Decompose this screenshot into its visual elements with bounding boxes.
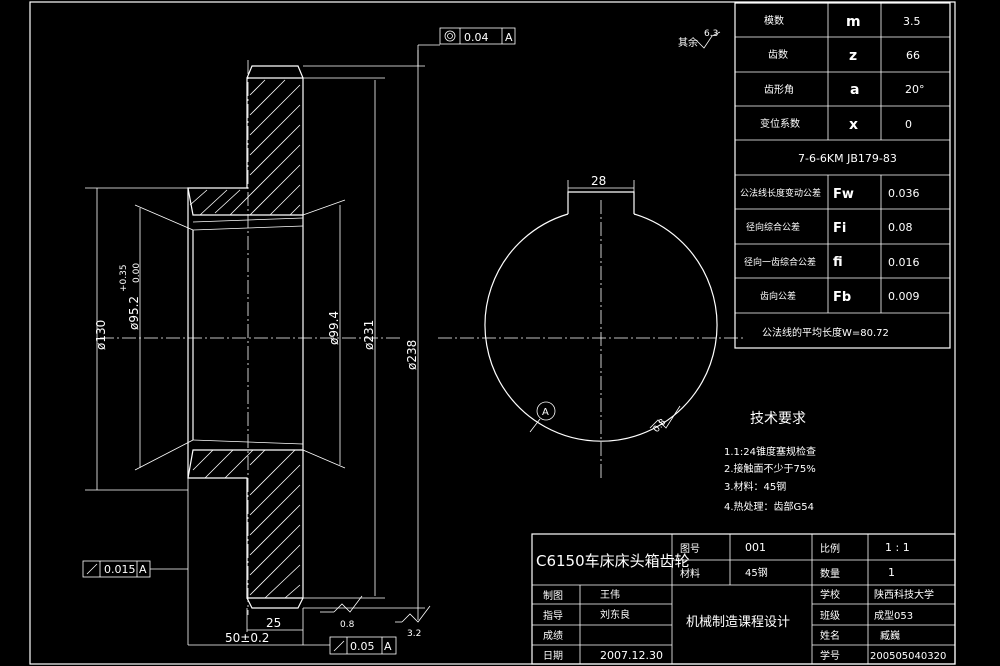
- rough-08b: 0.8: [652, 417, 669, 435]
- param-3-label: 变位系数: [760, 117, 800, 130]
- tol-frame-bottom: 0.05 A: [303, 636, 397, 655]
- param-1-label: 齿数: [768, 48, 788, 61]
- dim-d231: ø231: [362, 320, 376, 350]
- rough-32: 3.2: [407, 629, 421, 639]
- tb-class-label: 班级: [820, 610, 840, 622]
- tol-frame-left: 0.015 A: [82, 560, 188, 578]
- tol-top-value: 0.04: [464, 31, 489, 44]
- dim-d130: ø130: [94, 320, 108, 350]
- tb-student-id: 200505040320: [870, 651, 946, 662]
- tb-material: 45钢: [745, 566, 768, 579]
- tol-bottom-value: 0.05: [350, 640, 375, 653]
- dim-d99: ø99.4: [327, 311, 341, 345]
- tol-2-label: 径向一齿综合公差: [744, 256, 816, 268]
- tol-left-value: 0.015: [104, 563, 136, 576]
- title-block: C6150车床床头箱齿轮 图号 001 比例 1 : 1 材料 45钢 数量 1…: [531, 533, 956, 665]
- tech-item-3: 4.热处理：齿部G54: [724, 500, 814, 513]
- roughness-symbol-08: 0.8: [320, 595, 363, 630]
- dim-d95-lower: 0.00: [132, 263, 142, 283]
- tol-1-label: 径向综合公差: [746, 221, 800, 233]
- tol-1-symbol: Fi: [833, 221, 846, 236]
- hatch-lower-rim: [187, 439, 304, 599]
- param-1-value: 66: [906, 49, 920, 62]
- tol-0-symbol: Fw: [833, 187, 854, 202]
- tol-2-value: 0.016: [888, 256, 920, 269]
- tol-3-label: 齿向公差: [760, 290, 796, 302]
- tol-0-label: 公法线长度变动公差: [740, 187, 821, 199]
- tech-requirements: 技术要求 1.1:24锥度塞规检查 2.接触面不少于75% 3.材料：45钢 4…: [724, 411, 816, 513]
- param-0-value: 3.5: [903, 15, 921, 28]
- tb-qty-label: 数量: [820, 567, 840, 580]
- datum-circle-label: A: [542, 407, 549, 418]
- tb-date: 2007.12.30: [600, 649, 663, 662]
- tb-id-label: 学号: [820, 649, 840, 662]
- tb-date-label: 日期: [543, 650, 563, 662]
- tol-3-symbol: Fb: [833, 290, 851, 305]
- param-3-value: 0: [905, 118, 912, 131]
- tb-qty: 1: [888, 566, 895, 579]
- param-2-symbol: a: [850, 82, 859, 98]
- param-2-label: 齿形角: [764, 84, 794, 96]
- tol-frame-top: 0.04 A: [439, 27, 516, 45]
- tech-item-0: 1.1:24锥度塞规检查: [724, 445, 816, 458]
- tb-scale: 1 : 1: [885, 541, 910, 554]
- section-view: ø130 ø95.2 +0.35 0.00 ø99.4 ø231 ø238 0.…: [82, 27, 516, 655]
- tb-class: 成型053: [874, 609, 913, 622]
- rest-value: 6.3: [704, 29, 718, 39]
- hatch-upper-rim: [187, 77, 304, 231]
- tb-guide-label: 指导: [543, 609, 563, 622]
- tol-top-datum: A: [505, 31, 513, 44]
- param-3-symbol: x: [849, 117, 858, 133]
- tech-item-1: 2.接触面不少于75%: [724, 462, 816, 475]
- tb-part-name: C6150车床床头箱齿轮: [536, 552, 690, 570]
- tol-left-datum: A: [139, 563, 147, 576]
- dim-d95: ø95.2: [127, 296, 141, 330]
- tol-bottom-datum: A: [384, 640, 392, 653]
- tb-drawing-no-label: 图号: [680, 543, 700, 555]
- bore-circle: [484, 213, 718, 442]
- tb-material-label: 材料: [680, 567, 700, 580]
- rest-label: 其余: [678, 36, 698, 49]
- tb-guide-name: 刘东良: [600, 608, 630, 621]
- tb-name-label: 姓名: [820, 629, 840, 642]
- datum-circle: [536, 401, 556, 421]
- tech-title: 技术要求: [750, 411, 806, 427]
- rest-roughness: 其余 6.3: [678, 29, 721, 49]
- roughness-symbol-32: 3.2: [395, 605, 431, 639]
- tech-item-2: 3.材料：45钢: [724, 480, 786, 493]
- tol-2-symbol: fi: [833, 255, 843, 270]
- tol-3-value: 0.009: [888, 290, 920, 303]
- end-view: 28 A 0.8: [438, 174, 745, 480]
- param-0-label: 模数: [764, 14, 784, 27]
- param-table: 模数 m 3.5 齿数 z 66 齿形角 a 20° 变位系数 x 0 7-6-…: [734, 2, 951, 349]
- drawing-border: [29, 1, 956, 665]
- param-1-symbol: z: [849, 48, 857, 64]
- dim-w25: 25: [266, 616, 281, 630]
- mean-length: 公法线的平均长度W=80.72: [762, 326, 889, 339]
- tb-school: 陕西科技大学: [874, 588, 934, 601]
- tb-draw-label: 制图: [543, 589, 563, 602]
- tb-draw-name: 王伟: [600, 588, 620, 601]
- precision-grade: 7-6-6KM JB179-83: [798, 152, 897, 165]
- tb-scale-label: 比例: [820, 542, 840, 555]
- param-0-symbol: m: [846, 14, 861, 30]
- tb-drawing-no: 001: [745, 541, 766, 554]
- tb-course: 机械制造课程设计: [686, 615, 790, 630]
- dim-w50: 50±0.2: [225, 631, 269, 645]
- dim-d95-upper: +0.35: [119, 264, 129, 292]
- dim-d238: ø238: [405, 340, 419, 370]
- tol-0-value: 0.036: [888, 187, 920, 200]
- rough-08: 0.8: [340, 620, 355, 630]
- tb-student: 臧巍: [880, 629, 900, 642]
- param-2-value: 20°: [905, 83, 925, 96]
- tb-score-label: 成绩: [543, 629, 563, 642]
- dim-keyway: 28: [591, 174, 606, 188]
- tb-school-label: 学校: [820, 588, 840, 601]
- tol-1-value: 0.08: [888, 221, 913, 234]
